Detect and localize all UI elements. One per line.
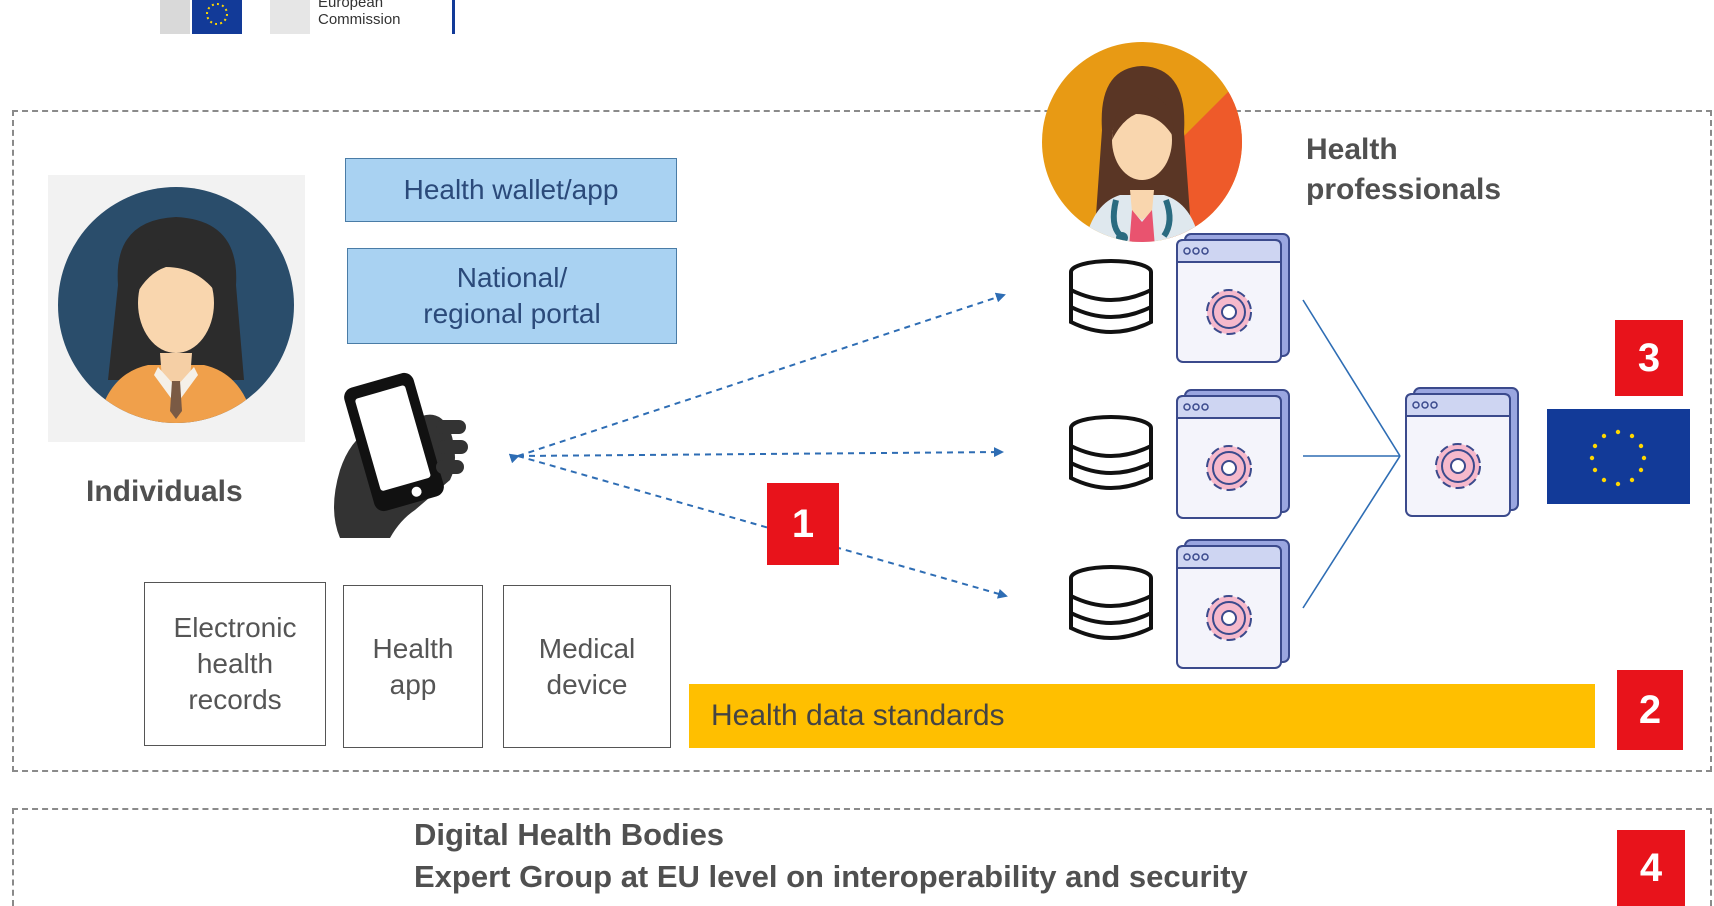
- database-icon-1: [1069, 259, 1153, 334]
- logo-divider: [452, 0, 455, 34]
- marker-1: 1: [767, 483, 839, 565]
- ec-logo: European Commission: [160, 0, 460, 36]
- main-container: [12, 110, 1712, 772]
- health-app-label: Health app: [372, 632, 454, 700]
- individual-avatar-panel: [48, 175, 305, 442]
- ehr-label: Electronic health records: [173, 612, 297, 715]
- marker-4-label: 4: [1639, 845, 1663, 890]
- marker-3: 3: [1615, 320, 1683, 396]
- digital-health-bodies-text: Digital Health Bodies Expert Group at EU…: [414, 814, 1248, 898]
- logo-eu-flag-icon: [192, 0, 242, 34]
- logo-line-1: European: [318, 0, 384, 11]
- marker-2: 2: [1617, 670, 1683, 750]
- marker-2-label: 2: [1638, 687, 1662, 732]
- logo-grey-block-2: [270, 0, 310, 34]
- health-data-standards-label: Health data standards: [711, 699, 1005, 732]
- national-systems: [1069, 233, 1290, 669]
- ehr-box: Electronic health records: [144, 582, 326, 746]
- hub-app-window-icon: [1405, 387, 1519, 517]
- eu-flag-icon: [1547, 409, 1690, 504]
- logo-grey-block: [160, 0, 190, 34]
- app-window-icon-2: [1176, 389, 1290, 519]
- hand-phone-icon: [310, 370, 480, 545]
- health-data-standards-bar: Health data standards: [689, 684, 1595, 748]
- database-icon-3: [1069, 565, 1153, 640]
- health-professionals-label: Health professionals: [1306, 133, 1502, 206]
- digital-health-bodies-line-1: Digital Health Bodies: [414, 817, 725, 852]
- health-professional-avatar-icon: [1040, 40, 1245, 245]
- marker-3-label: 3: [1637, 335, 1661, 380]
- health-wallet-box: Health wallet/app: [345, 158, 677, 222]
- logo-text: European Commission: [318, 0, 401, 28]
- hub-lines: [1302, 299, 1401, 609]
- marker-1-label: 1: [791, 501, 815, 546]
- dashed-arrows: [508, 292, 1008, 599]
- app-window-icon-3: [1176, 539, 1290, 669]
- app-window-icon-1: [1176, 233, 1290, 363]
- logo-line-2: Commission: [318, 11, 401, 28]
- database-icon-2: [1069, 415, 1153, 490]
- medical-device-box: Medical device: [503, 585, 671, 748]
- individual-avatar-icon: [58, 187, 294, 423]
- medical-device-label: Medical device: [538, 632, 636, 700]
- digital-health-bodies-line-2: Expert Group at EU level on interoperabi…: [414, 859, 1248, 894]
- marker-4: 4: [1617, 830, 1685, 906]
- health-app-box: Health app: [343, 585, 483, 748]
- health-wallet-label: Health wallet/app: [403, 174, 619, 205]
- individuals-label: Individuals: [86, 475, 243, 508]
- digital-health-bodies-container: [12, 808, 1712, 906]
